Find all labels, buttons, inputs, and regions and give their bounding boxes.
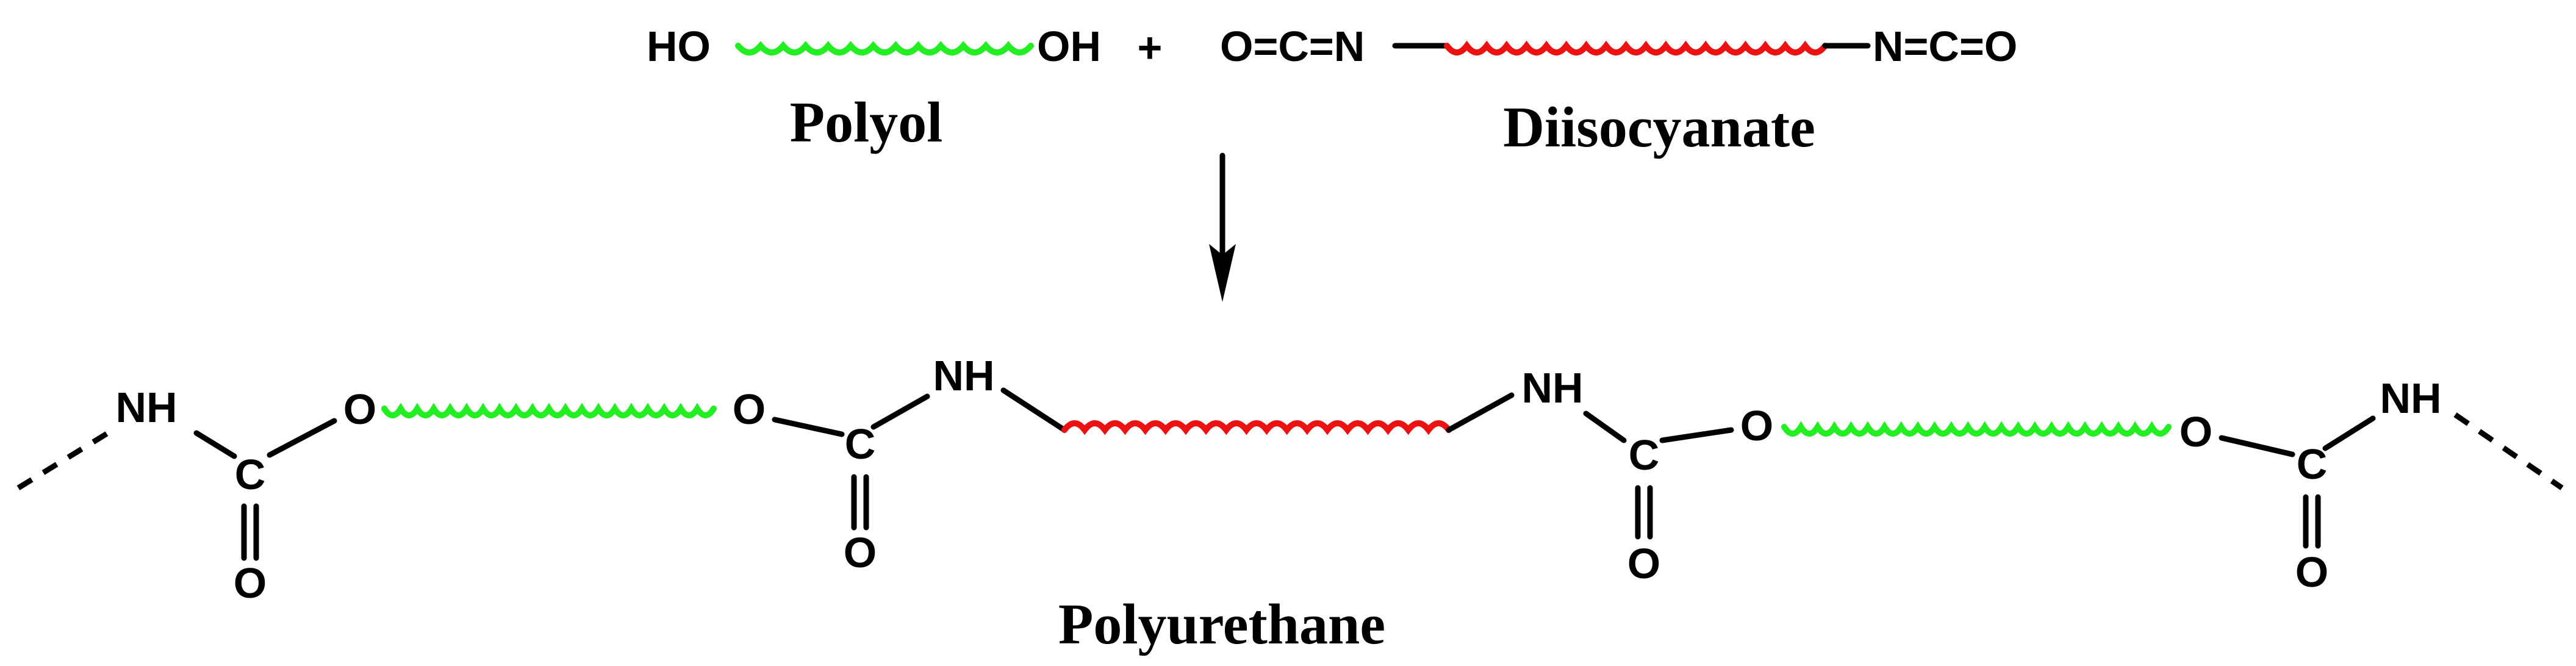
polyol-left-hydroxyl: HO — [647, 23, 711, 70]
polyol-right-hydroxyl: OH — [1037, 23, 1101, 70]
polyol-segment-1 — [381, 403, 717, 418]
urethane-1-ester-oxygen: O — [343, 385, 376, 433]
diisocyanate-segment — [1061, 420, 1452, 435]
urethane-1-nh: NH — [115, 384, 177, 431]
chain-continuation-right — [2453, 412, 2564, 490]
urethane-2-o-c-bond — [772, 417, 845, 437]
urethane-3-nh-c-bond — [1583, 410, 1627, 443]
urethane-4-ester-oxygen: O — [2180, 408, 2212, 456]
urethane-4-c-nh-bond — [2322, 415, 2376, 451]
polyol-chain — [735, 41, 1034, 56]
urethane-2-carbonyl-oxygen: O — [844, 529, 877, 576]
polyurethane-label: Polyurethane — [1058, 593, 1385, 656]
polyol-segment-2 — [1781, 421, 2172, 437]
urethane-3-c-o-bond — [1659, 427, 1734, 443]
urethane-4-nh: NH — [2380, 374, 2441, 422]
urethane-group-3: NH C O O — [1446, 364, 1773, 587]
urethane-2-nh-chain-bond — [1000, 387, 1067, 433]
diisocyanate-right-isocyanate: N=C=O — [1873, 23, 2017, 70]
diisocyanate-left-isocyanate: O=C=N — [1220, 23, 1365, 70]
urethane-2-c-nh-bond — [870, 393, 930, 430]
urethane-1-carbon: C — [235, 451, 266, 498]
polyurethane-chain: NH C O O O C O NH NH — [16, 352, 2564, 607]
urethane-1-nh-c-bond — [193, 430, 237, 459]
arrow-head — [1209, 244, 1236, 302]
urethane-3-chain-nh-bond — [1446, 392, 1515, 433]
urethane-2-carbon: C — [845, 420, 876, 468]
down-arrow-icon — [1209, 152, 1236, 302]
urethane-group-1: NH C O O — [115, 384, 376, 607]
polyol-label: Polyol — [790, 91, 943, 154]
urethane-4-o-c-bond — [2219, 435, 2295, 457]
urethane-1-c-o-bond — [267, 418, 337, 458]
urethane-2-ester-oxygen: O — [733, 385, 766, 433]
diisocyanate-label: Diisocyanate — [1503, 96, 1815, 159]
plus-sign: + — [1138, 24, 1163, 71]
chain-continuation-left — [16, 428, 115, 490]
urethane-group-2: O C O NH — [733, 352, 1067, 576]
urethane-4-carbon: C — [2297, 440, 2328, 488]
polyol-molecule: HO OH Polyol — [647, 23, 1101, 154]
urethane-group-4: O C O NH — [2180, 374, 2442, 596]
urethane-3-nh: NH — [1521, 364, 1583, 412]
urethane-4-carbonyl-oxygen: O — [2295, 548, 2328, 596]
urethane-3-ester-oxygen: O — [1740, 402, 1773, 449]
diisocyanate-molecule: O=C=N N=C=O Diisocyanate — [1220, 23, 2017, 159]
urethane-3-carbon: C — [1629, 431, 1660, 479]
urethane-3-carbonyl-oxygen: O — [1627, 540, 1660, 587]
diisocyanate-chain — [1444, 40, 1828, 56]
urethane-2-nh: NH — [933, 352, 994, 399]
urethane-1-carbonyl-oxygen: O — [234, 559, 267, 607]
